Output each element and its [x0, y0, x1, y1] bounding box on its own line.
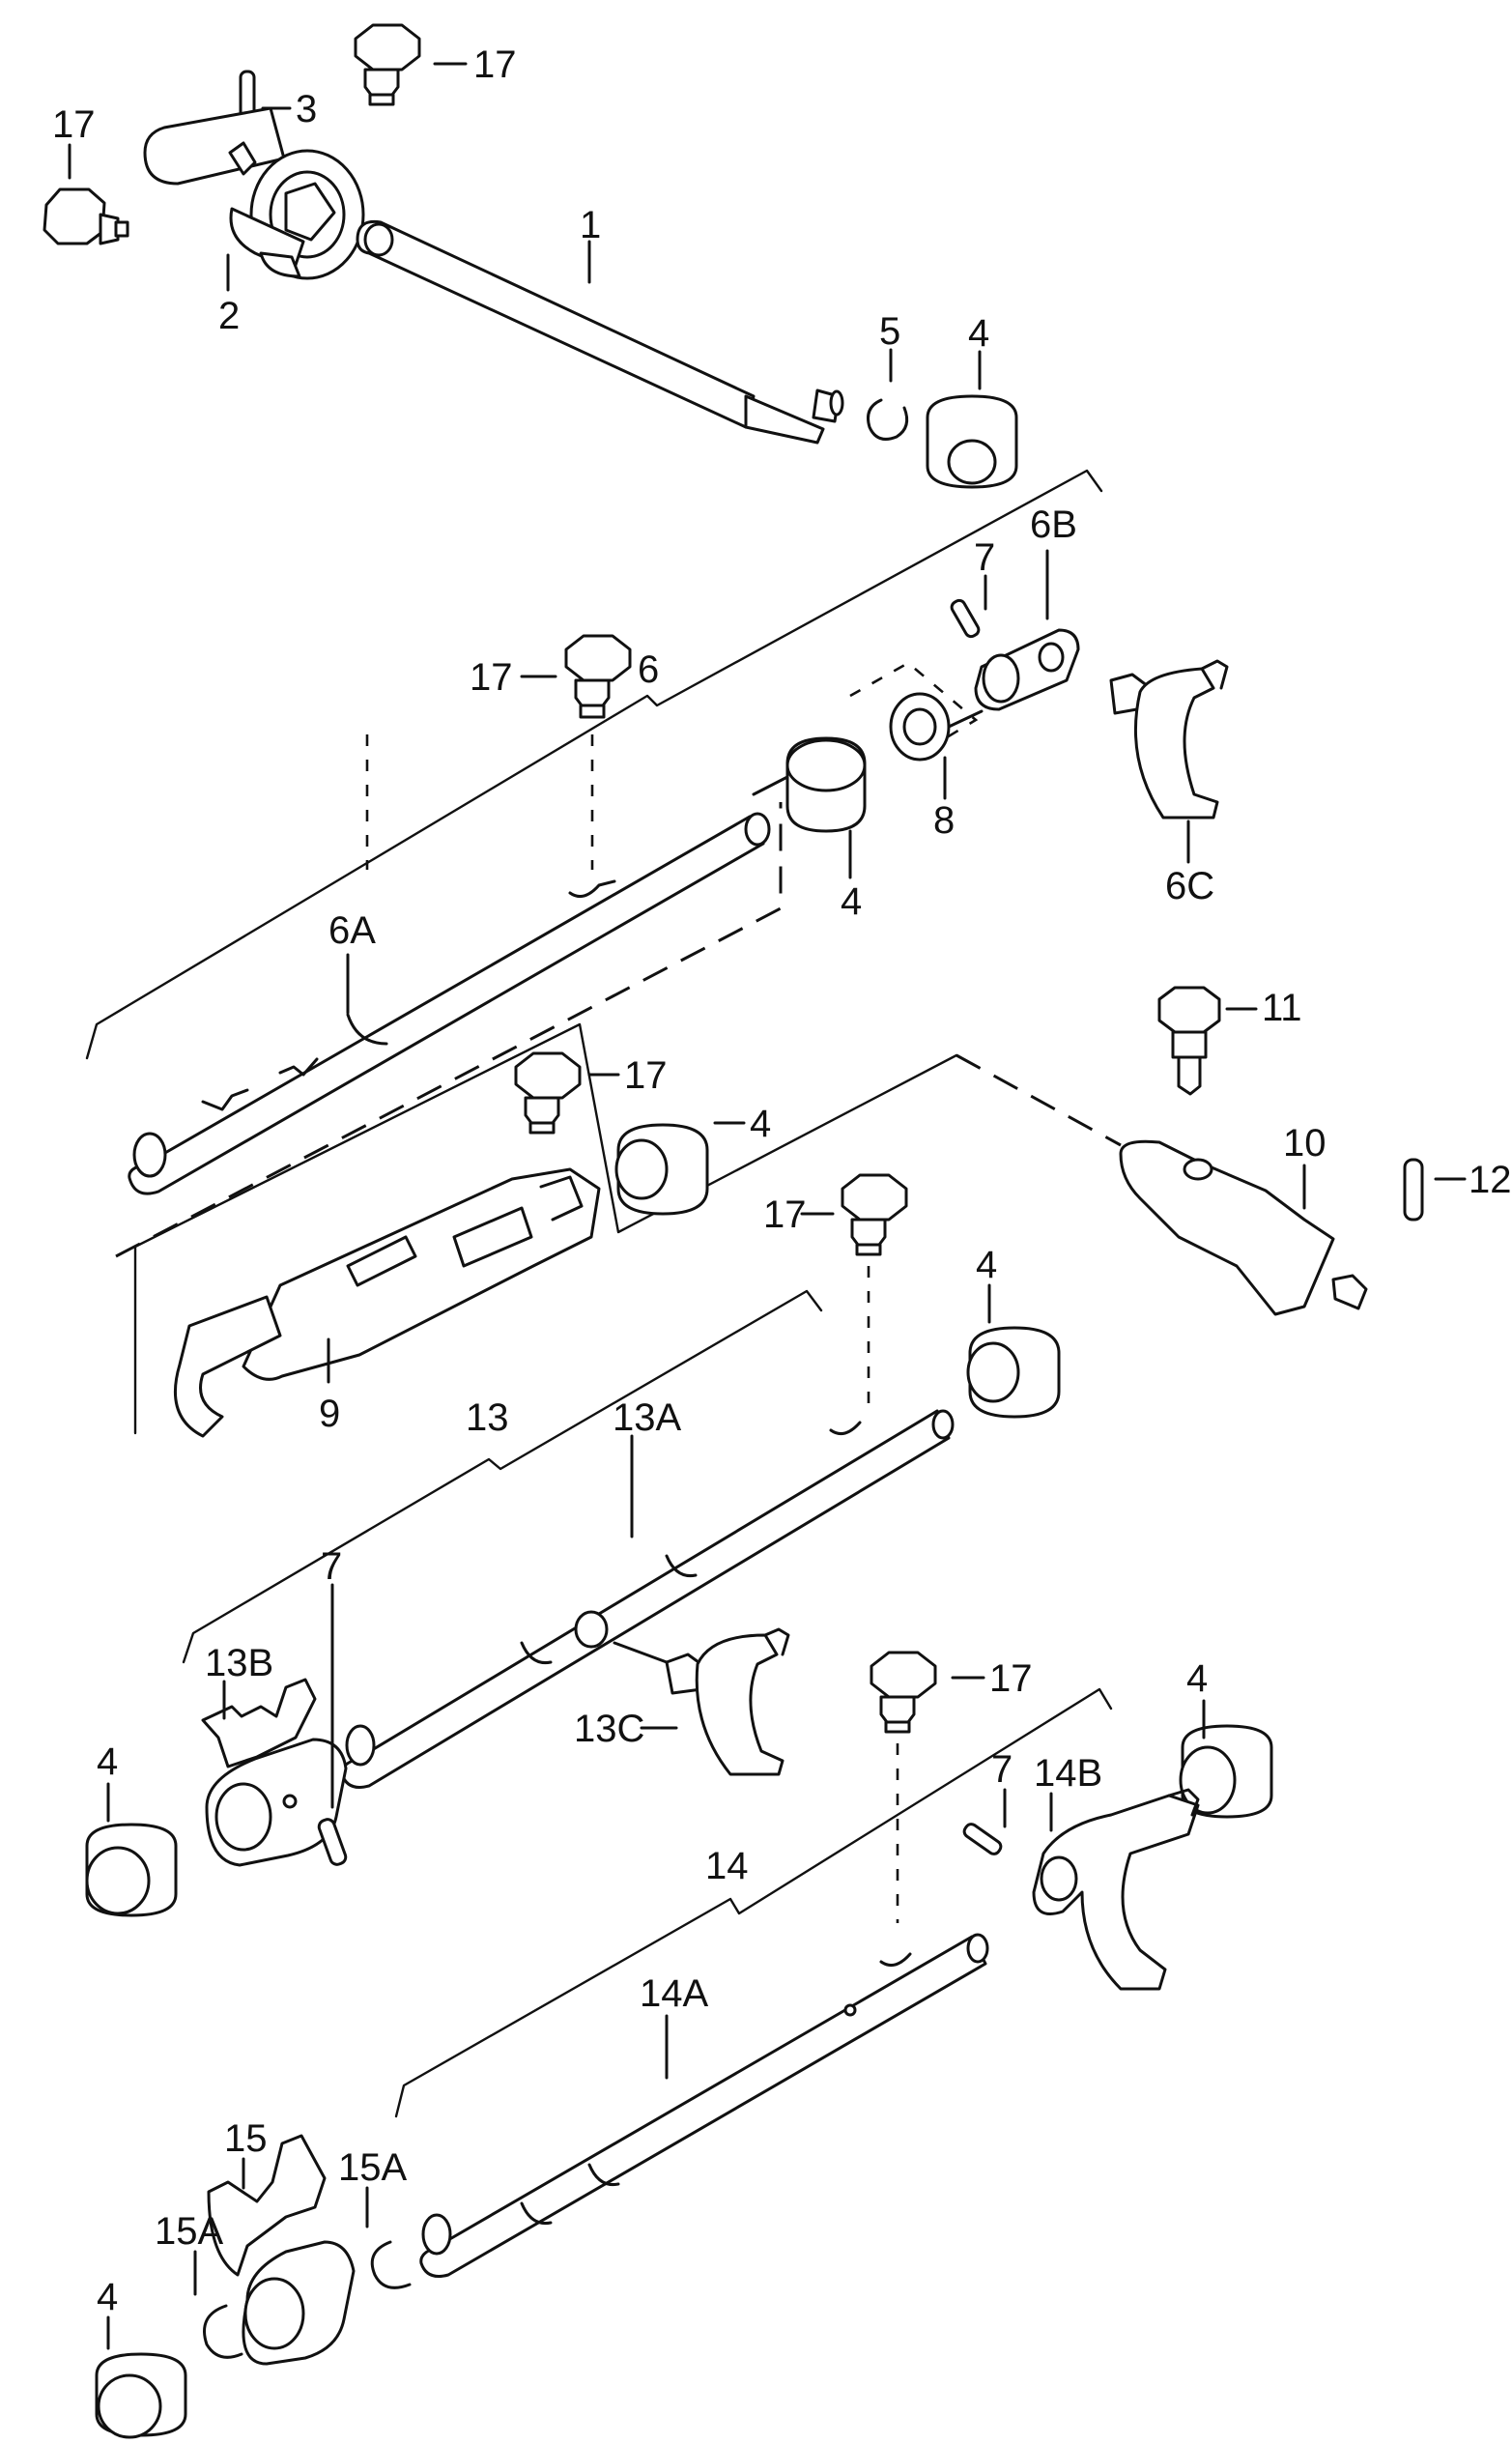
label-17-group13: 17 [763, 1193, 807, 1236]
fork-14B [1032, 1788, 1200, 1991]
part-labels: 17 17 3 2 1 5 4 7 6B 17 6 8 4 6C 6A 11 1… [52, 43, 1512, 2318]
label-13C: 13C [574, 1708, 644, 1750]
label-17-top: 17 [473, 43, 517, 86]
label-17-left: 17 [52, 103, 96, 146]
label-7-group6: 7 [974, 536, 995, 579]
label-6: 6 [638, 648, 659, 691]
label-8: 8 [933, 799, 955, 842]
label-9: 9 [319, 1393, 340, 1435]
pin-7-group6 [950, 574, 987, 639]
label-15: 15 [224, 2117, 268, 2160]
label-15A-lower: 15A [155, 2210, 223, 2253]
bushing-4-bottom [95, 2315, 187, 2439]
label-4-group6: 4 [841, 880, 862, 923]
label-7-group14: 7 [991, 1748, 1013, 1791]
bolt-17-group13 [800, 1173, 908, 1411]
label-11: 11 [1262, 987, 1302, 1029]
label-12: 12 [1469, 1159, 1512, 1201]
clevis-15 [207, 2134, 356, 2366]
ring-8 [889, 692, 984, 800]
label-4-group13: 4 [976, 1244, 997, 1286]
label-4-right: 4 [1186, 1657, 1208, 1700]
bushing-4-group9 [614, 1121, 746, 1216]
label-17-group9: 17 [624, 1054, 668, 1097]
label-13B: 13B [205, 1642, 273, 1684]
bolt-17-left [43, 143, 129, 245]
label-13: 13 [466, 1396, 509, 1439]
label-4-left: 4 [97, 1740, 118, 1783]
bolt-17-top [354, 23, 468, 106]
label-5: 5 [879, 310, 900, 353]
bushing-4-left [85, 1782, 178, 1917]
label-1: 1 [580, 204, 601, 246]
bracket-14 [394, 1687, 1113, 2118]
clevis-6B [974, 549, 1080, 711]
fork-6C [1109, 659, 1229, 864]
label-14B: 14B [1034, 1752, 1102, 1795]
label-17-group14: 17 [989, 1657, 1033, 1700]
label-4-bottom: 4 [97, 2276, 118, 2318]
snap-ring-15A-lower [193, 2250, 243, 2359]
snap-ring-15A-upper [365, 2186, 412, 2289]
bushing-4-right [1179, 1699, 1273, 1819]
part-2-housing [143, 106, 365, 292]
bolt-17-group6 [520, 634, 632, 870]
label-2: 2 [218, 295, 240, 337]
shaft-14A [419, 1933, 989, 2278]
shaft-13A [340, 1409, 955, 1789]
part-1-shaft [356, 219, 844, 445]
label-13A: 13A [613, 1396, 681, 1439]
dashed-guides-6 [115, 661, 979, 1258]
shaft-6A [128, 812, 771, 1195]
fork-13C [613, 1627, 790, 1776]
bracket-9 [133, 1022, 1122, 1435]
bolt-17-group14 [870, 1651, 985, 1923]
bolt-11 [1157, 986, 1258, 1096]
lever-9 [173, 1167, 601, 1438]
pin-12 [1403, 1158, 1467, 1222]
bushing-4-group6 [752, 736, 867, 879]
pin-7-group13 [317, 1583, 348, 1866]
label-6A: 6A [328, 909, 376, 952]
label-6B: 6B [1030, 503, 1077, 546]
bracket-6 [85, 469, 1103, 1060]
label-15A-upper: 15A [338, 2146, 407, 2189]
pin-7-group14 [962, 1788, 1007, 1855]
label-3: 3 [296, 88, 317, 130]
shift-arm-10 [1119, 1139, 1368, 1316]
snap-ring-5 [867, 348, 909, 441]
label-4-top: 4 [968, 312, 989, 355]
label-17-group6: 17 [470, 656, 513, 699]
label-14A: 14A [640, 1972, 708, 2015]
clevis-13B [201, 1678, 348, 1867]
bushing-4-top [926, 350, 1018, 489]
label-7-group13: 7 [321, 1545, 342, 1588]
bolt-17-group9 [514, 1051, 620, 1135]
bracket-13 [182, 1289, 823, 1664]
label-10: 10 [1283, 1122, 1327, 1164]
bushing-4-group13 [966, 1283, 1061, 1419]
label-6C: 6C [1165, 865, 1214, 907]
label-4-group9: 4 [750, 1103, 771, 1145]
label-14: 14 [705, 1845, 749, 1887]
